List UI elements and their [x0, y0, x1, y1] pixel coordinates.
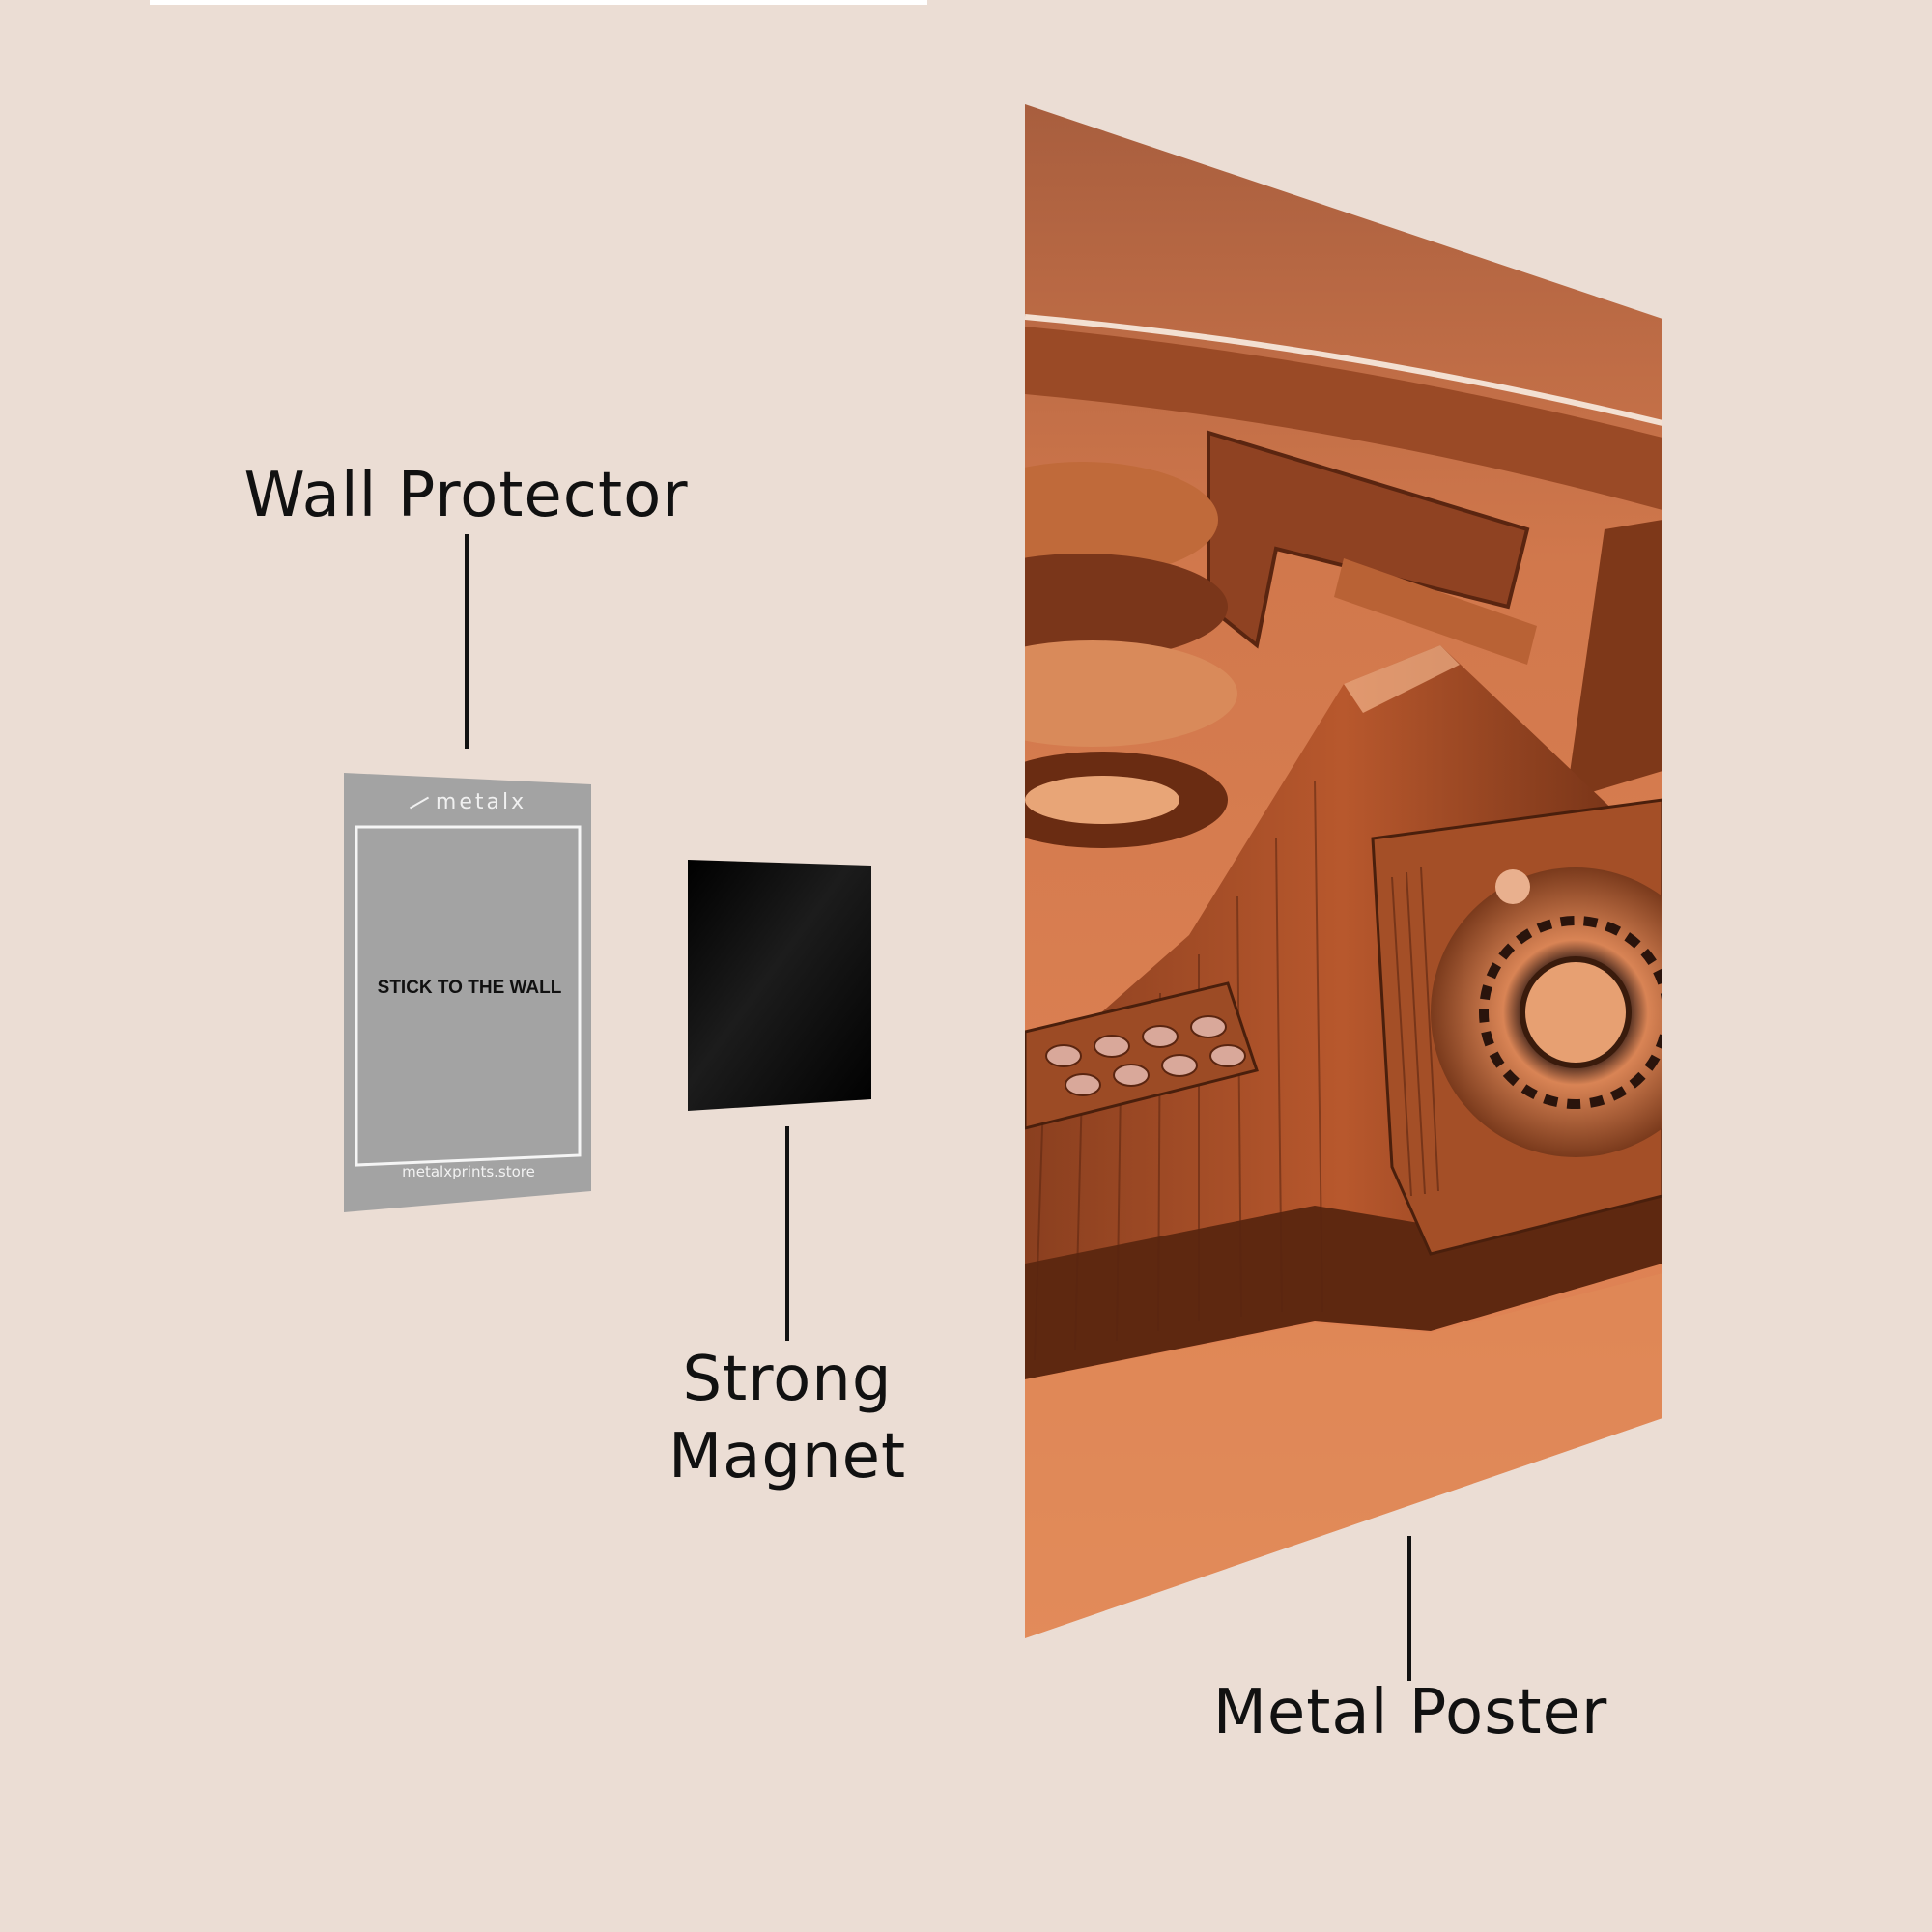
wall-protector-leader-line — [465, 534, 469, 749]
strong-magnet-leader-line — [785, 1126, 789, 1341]
metal-poster-leader-line — [1407, 1536, 1411, 1681]
metalx-logo-icon: metalx — [344, 790, 591, 814]
strong-magnet-sheet — [688, 860, 871, 1111]
strong-magnet-label-line2: Magnet — [668, 1421, 907, 1492]
website-text: metalxprints.store — [402, 1163, 535, 1180]
stick-to-wall-text: STICK TO THE WALL — [377, 978, 562, 998]
brand-name: metalx — [435, 790, 527, 814]
metal-poster-label: Metal Poster — [1212, 1677, 1608, 1748]
top-edge-strip — [150, 0, 927, 5]
wall-protector-label: Wall Protector — [243, 460, 689, 531]
wall-protector-sheet — [344, 773, 591, 1212]
metal-poster — [1025, 104, 1662, 1638]
strong-magnet-label-line1: Strong — [682, 1344, 893, 1415]
